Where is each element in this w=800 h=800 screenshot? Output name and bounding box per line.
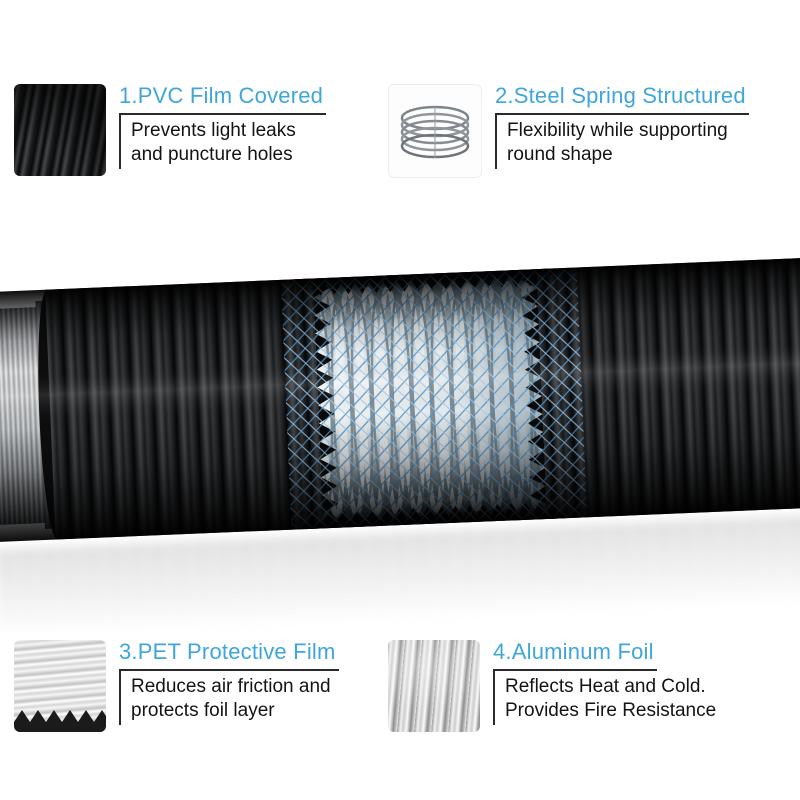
feature-pvc-film: 1.PVC Film Covered Prevents light leaks … xyxy=(14,84,384,176)
feature-description-line: Reduces air friction and xyxy=(131,676,331,697)
spring-coil-icon xyxy=(400,105,470,159)
feature-steel-spring: 2.Steel Spring Structured Flexibility wh… xyxy=(388,84,788,178)
feature-description-pvc: Prevents light leaks and puncture holes xyxy=(119,115,296,169)
cylinder-shading xyxy=(0,257,800,543)
feature-title-foil: 4.Aluminum Foil xyxy=(493,640,657,671)
feature-title-spring: 2.Steel Spring Structured xyxy=(495,84,749,115)
feature-description-line: round shape xyxy=(507,144,613,165)
feature-description-line: Reflects Heat and Cold. xyxy=(505,676,706,697)
steel-spring-thumbnail xyxy=(388,84,482,178)
film-edge-zigzag xyxy=(14,710,106,732)
duct-floor-reflection xyxy=(0,514,800,632)
feature-description-pet: Reduces air friction and protects foil l… xyxy=(119,671,331,725)
duct-cutaway-illustration xyxy=(0,257,800,632)
feature-description-foil: Reflects Heat and Cold. Provides Fire Re… xyxy=(493,671,716,725)
feature-title-pet: 3.PET Protective Film xyxy=(119,640,339,671)
feature-description-line: Flexibility while supporting xyxy=(507,120,728,141)
pvc-film-thumbnail xyxy=(14,84,106,176)
feature-pet-film: 3.PET Protective Film Reduces air fricti… xyxy=(14,640,384,732)
feature-description-line: Prevents light leaks xyxy=(131,120,296,141)
feature-aluminum-foil: 4.Aluminum Foil Reflects Heat and Cold. … xyxy=(388,640,788,732)
feature-description-spring: Flexibility while supporting round shape xyxy=(495,115,728,169)
aluminum-foil-thumbnail xyxy=(388,640,480,732)
feature-description-line: and puncture holes xyxy=(131,144,293,165)
feature-title-pvc: 1.PVC Film Covered xyxy=(119,84,327,115)
pet-film-thumbnail xyxy=(14,640,106,732)
feature-description-line: protects foil layer xyxy=(131,700,275,721)
feature-description-line: Provides Fire Resistance xyxy=(505,700,717,721)
